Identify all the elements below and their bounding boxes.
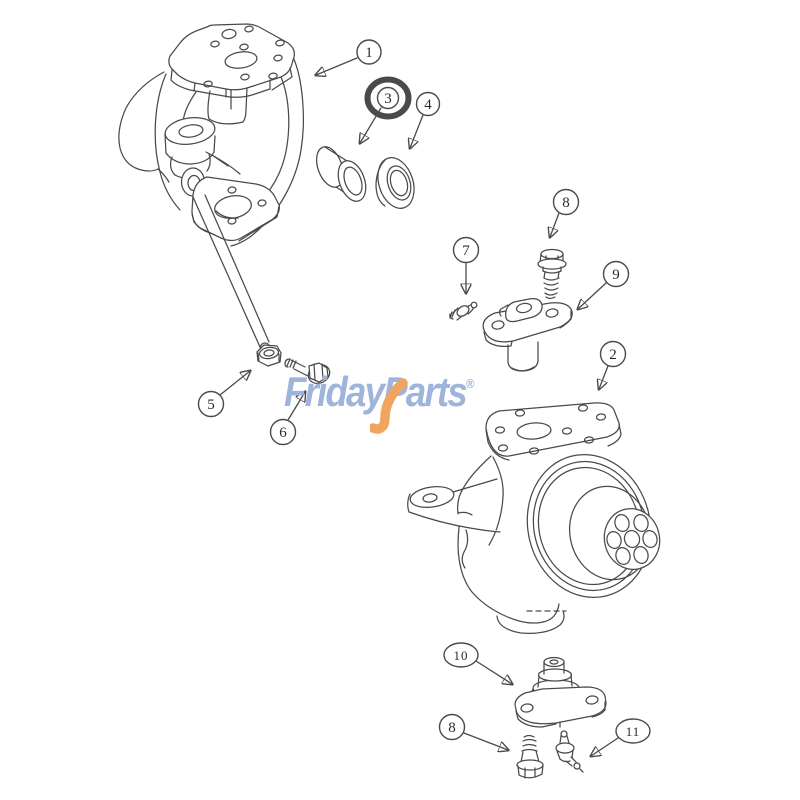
callout-4: 4 [410,91,441,149]
callout-7: 7 [452,236,480,294]
callout-9: 9 [578,260,630,310]
callout-5-label: 5 [207,397,215,413]
part-8-bolt-top-drawing [537,248,567,300]
callout-11-label: 11 [626,724,641,739]
part-5-nut-drawing [256,344,282,367]
part-9-upper-kingpin-drawing [482,298,573,372]
callout-8-bottom: 8 [438,713,509,751]
part-3-bushing-drawing [316,146,367,202]
callout-10: 10 [443,642,512,684]
callout-11: 11 [591,718,651,756]
callout-1: 1 [316,39,382,75]
callout-6: 6 [269,392,306,446]
part-2-knuckle-hub-drawing [407,402,661,634]
callout-8-top-label: 8 [562,195,570,211]
callout-3-highlighted: 3 [360,76,412,144]
callout-9-label: 9 [612,267,620,283]
part-8-bolt-bottom-drawing [516,734,544,779]
callout-7-label: 7 [462,243,470,259]
callout-8-top: 8 [550,188,580,238]
callout-1-label: 1 [365,45,373,61]
callout-6-label: 6 [279,425,287,441]
part-1-knuckle-housing-drawing [118,23,304,247]
part-10-lower-kingpin-drawing [514,656,607,728]
part-7-grease-fitting-drawing [449,301,478,321]
red-highlight-ring [364,76,412,120]
callout-5: 5 [197,371,251,418]
part-4-seal-drawing [375,157,415,209]
callout-2: 2 [599,340,627,390]
callout-10-label: 10 [454,648,469,663]
callout-4-label: 4 [424,97,432,113]
callout-8-bottom-label: 8 [448,720,456,736]
callout-2-label: 2 [609,347,617,363]
part-6-bolt-drawing [284,358,331,385]
callouts: 1 3 4 7 8 9 2 [197,39,651,756]
callout-3-label: 3 [384,91,392,107]
part-11-grease-fitting-drawing [555,730,584,773]
